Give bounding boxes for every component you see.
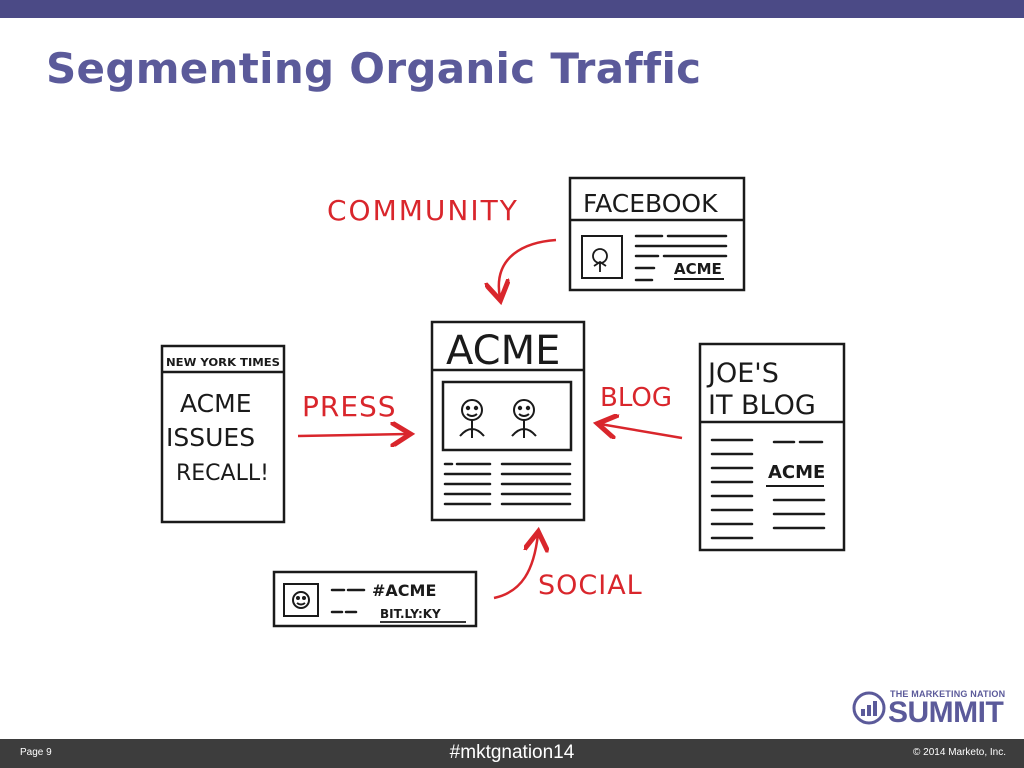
social-arrow (493, 534, 538, 600)
blog-arrow (600, 424, 683, 438)
blog-header-line-1: JOE'S (706, 358, 779, 389)
newspaper-masthead: NEW YORK TIMES (166, 356, 280, 369)
community-arrow (499, 238, 557, 298)
blog-card: JOE'S IT BLOG ACME (698, 342, 846, 552)
logo-wordmark: SUMMIT (888, 696, 1004, 729)
press-label: PRESS (302, 390, 397, 423)
tweet-link: BIT.LY:KY (380, 607, 441, 621)
facebook-acme-tag: ACME (674, 260, 722, 278)
newspaper-headline-3: RECALL! (176, 461, 269, 486)
logo-tagline: THE MARKETING NATION (890, 689, 1006, 699)
acme-site-header: ACME (446, 328, 560, 374)
blog-header-line-2: IT BLOG (708, 390, 816, 421)
people-icon (459, 399, 537, 438)
slide-footer: Page 9 #mktgnation14 © 2014 Marketo, Inc… (0, 739, 1024, 768)
slide-title: Segmenting Organic Traffic (46, 44, 702, 93)
organic-traffic-diagram: FACEBOOK ACME COMMUNITY ACME (62, 140, 942, 690)
facebook-header: FACEBOOK (583, 189, 718, 218)
tweet-avatar-icon (292, 591, 310, 609)
copyright-notice: © 2014 Marketo, Inc. (913, 747, 1006, 758)
newspaper-headline-2: ISSUES (166, 423, 255, 452)
facebook-card: FACEBOOK ACME (568, 176, 746, 292)
press-arrow (297, 434, 408, 436)
newspaper-card: NEW YORK TIMES ACME ISSUES RECALL! (160, 344, 286, 524)
social-label: SOCIAL (538, 570, 643, 601)
newspaper-headline-1: ACME (180, 389, 251, 418)
marketing-nation-summit-logo: THE MARKETING NATION SUMMIT (852, 686, 1012, 730)
summit-bars-icon (852, 691, 886, 725)
blog-acme-tag: ACME (768, 462, 825, 483)
tweet-hashtag: #ACME (372, 581, 436, 600)
acme-website: ACME (430, 320, 586, 522)
page-number: Page 9 (20, 747, 52, 758)
tweet-card: #ACME BIT.LY:KY (272, 570, 478, 628)
top-accent-bar (0, 0, 1024, 18)
community-label: COMMUNITY (327, 194, 519, 227)
blog-label: BLOG (600, 383, 672, 413)
event-hashtag: #mktgnation14 (449, 742, 575, 763)
